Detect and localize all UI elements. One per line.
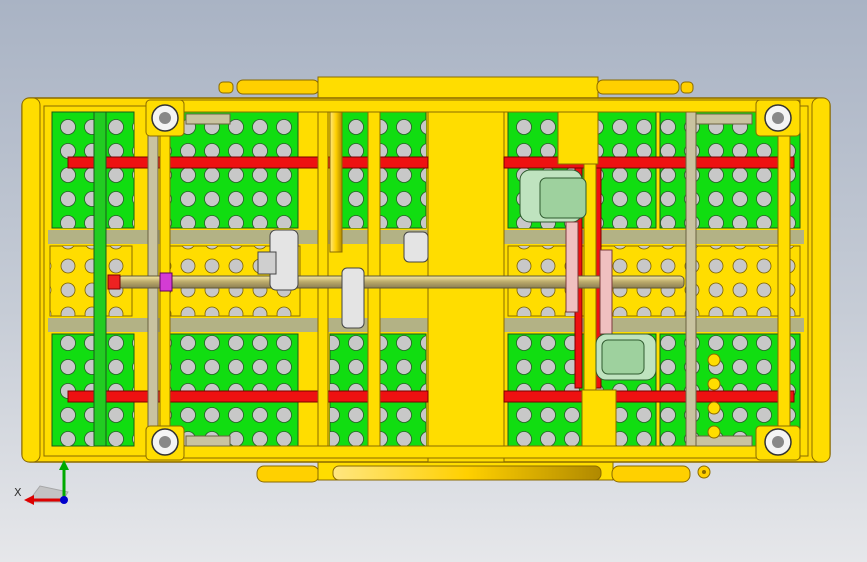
yellow-pins bbox=[707, 353, 721, 439]
caster-wheel-top-left bbox=[145, 99, 185, 137]
top-hinge-assembly bbox=[218, 76, 694, 100]
main-shaft bbox=[107, 272, 685, 292]
gear-motor-right bbox=[519, 169, 657, 381]
z-axis-dot bbox=[60, 496, 68, 504]
bottom-hinge-assembly bbox=[256, 459, 711, 483]
gear-motor-left bbox=[257, 229, 429, 329]
caster-wheel-top-right bbox=[755, 99, 801, 137]
axis-triad: X bbox=[14, 460, 69, 505]
caster-wheel-bottom-right bbox=[755, 425, 801, 461]
caster-wheel-bottom-left bbox=[145, 425, 185, 461]
x-axis-label: X bbox=[14, 486, 22, 499]
